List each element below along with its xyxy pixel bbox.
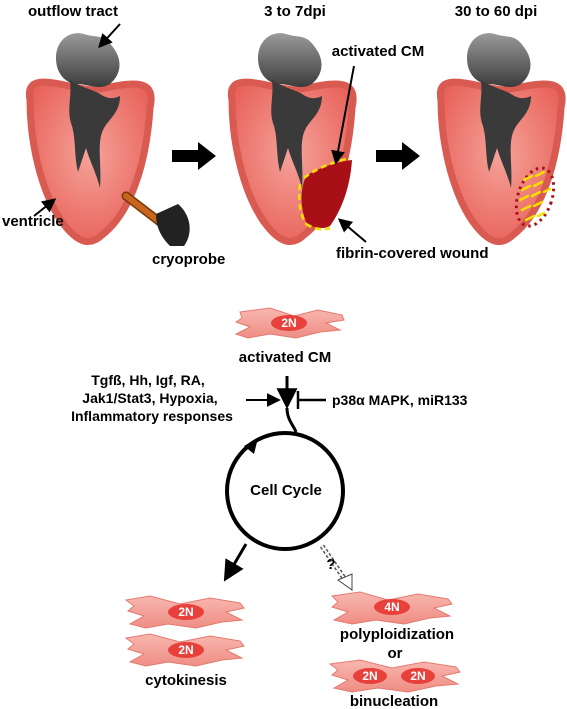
heart-30-60dpi — [436, 33, 566, 245]
activated-cm-arrow — [331, 65, 355, 165]
ventricle-label: ventricle — [2, 213, 64, 230]
daughter-cell-2: 2N — [124, 633, 245, 667]
stage-label-3-7dpi: 3 to 7dpi — [264, 3, 326, 20]
wound-arrow — [337, 218, 367, 243]
ventricle-arrow — [33, 198, 57, 217]
stage-label-30-60dpi: 30 to 60 dpi — [455, 3, 538, 20]
cytokinesis-arrow — [223, 543, 248, 582]
nucleus-label: 2N — [281, 316, 296, 330]
progression-arrow-2 — [376, 142, 420, 170]
daughter-2-nucleus-label: 2N — [178, 643, 193, 657]
cell-cycle-label: Cell Cycle — [250, 482, 322, 499]
cryoprobe — [121, 191, 190, 246]
polyploid-nucleus-label: 4N — [384, 600, 399, 614]
outflow-tract — [56, 33, 120, 88]
nucleus-2n — [271, 315, 307, 331]
activators-line-2: Jak1/Stat3, Hypoxia, — [82, 390, 217, 406]
cycle-entry-path — [285, 407, 298, 433]
fibrin-covered-wound-shape — [301, 160, 352, 229]
binucleation-label: binucleation — [350, 693, 438, 709]
polyploid-cell: 4N — [330, 591, 453, 625]
ventricle-lumen — [69, 80, 120, 188]
inhibitors-label: p38α MAPK, miR133 — [332, 392, 468, 408]
or-label: or — [388, 645, 403, 662]
activated-cm-dashes — [518, 170, 552, 222]
cell-cycle-direction-arrowhead — [244, 438, 258, 454]
cytokinesis-label: cytokinesis — [145, 672, 227, 689]
binucleate-nucleus-2-label: 2N — [410, 669, 425, 683]
binucleate-nucleus-1-label: 2N — [362, 669, 377, 683]
activators-line-1: Tgfß, Hh, Igf, RA, — [91, 372, 205, 388]
heart-3-7dpi — [227, 33, 357, 245]
heart-uninjured — [25, 33, 155, 245]
progression-arrow-1 — [172, 142, 216, 170]
daughter-cell-1: 2N — [124, 595, 245, 629]
binucleated-cell: 2N 2N — [328, 659, 461, 693]
activators-line-3: Inflammatory responses — [71, 408, 233, 424]
outflow-tract-arrow — [98, 23, 121, 49]
polyploidization-label: polyploidization — [340, 626, 454, 643]
cryoprobe-label: cryoprobe — [152, 251, 225, 268]
activated-cm-cell: 2N — [234, 307, 345, 339]
question-mark: ? — [326, 556, 335, 573]
outflow-tract-label: outflow tract — [28, 3, 118, 20]
activated-cm-label: activated CM — [332, 43, 425, 60]
wound-label: fibrin-covered wound — [336, 245, 489, 262]
activated-cm-cell-label: activated CM — [239, 349, 332, 366]
regenerating-area-border — [514, 166, 556, 228]
daughter-1-nucleus-label: 2N — [178, 605, 193, 619]
cell-cycle-circle — [225, 431, 345, 551]
activated-cm-border — [297, 156, 351, 231]
